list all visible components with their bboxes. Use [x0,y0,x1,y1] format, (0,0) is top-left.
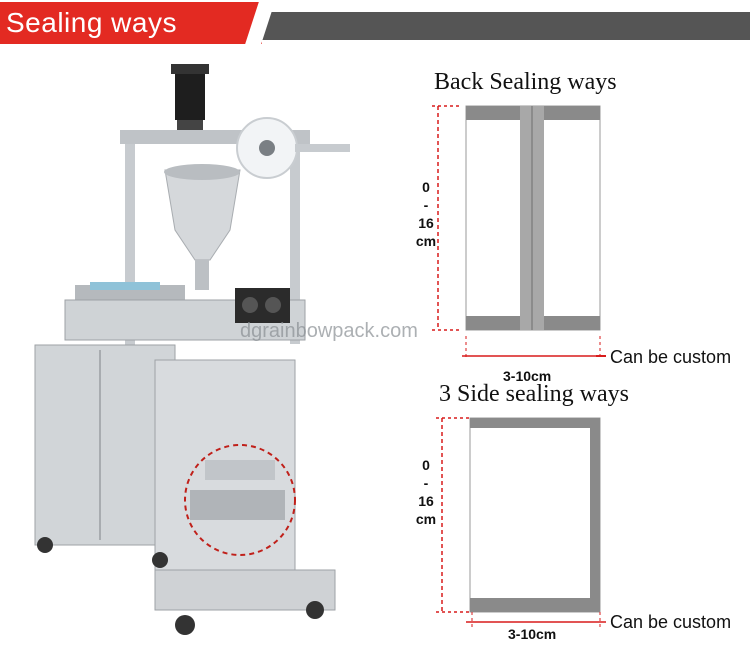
banner-title: Sealing ways [6,7,177,38]
three-side-title: 3 Side sealing ways [439,381,629,407]
three-side-custom-note: Can be custom [610,612,732,632]
three-side-height-unit: cm [415,511,437,527]
back-sealing-title: Back Sealing ways [434,69,617,95]
back-width-label: 3-10cm [503,368,552,384]
back-height-label: 0 - 16 cm [406,178,446,250]
three-side-height-label: 0 - 16 cm [406,456,446,528]
header-banner: Sealing ways [0,0,750,46]
back-height-max: 16 [418,215,434,231]
three-side-width-label: 3-10cm [508,626,557,642]
back-custom-note: Can be custom [610,347,732,367]
banner-red-block [0,2,262,44]
three-side-height-min: 0 [422,457,430,473]
three-side-height-dash: - [423,475,429,491]
back-height-dash: - [423,197,429,213]
three-side-height-max: 16 [418,493,434,509]
back-height-unit: cm [415,233,437,249]
watermark: dgrainbowpack.com [240,320,418,342]
banner-dark-stripe [262,12,750,40]
back-height-min: 0 [422,179,430,195]
machine-illustration [34,64,350,635]
